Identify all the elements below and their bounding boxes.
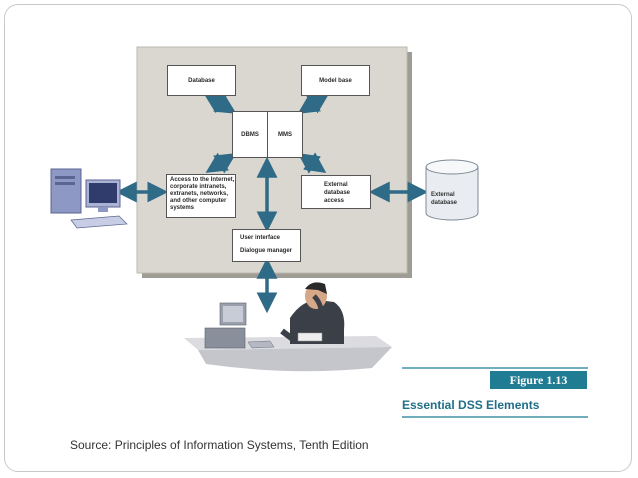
internet-access-line-3: extranets, networks, — [170, 191, 229, 197]
source-citation: Source: Principles of Information System… — [70, 438, 369, 452]
mms-box: MMS — [267, 111, 303, 158]
arrow-internet-dbms — [205, 152, 237, 174]
model-base-box: Model base — [301, 65, 370, 96]
external-database-line-1: External — [431, 192, 455, 198]
external-access-line-2: database — [324, 190, 351, 196]
external-database-label: External database — [431, 191, 457, 207]
user-interface-label: User interface — [240, 235, 281, 241]
figure-caption: Essential DSS Elements — [402, 398, 540, 412]
arrow-external-mms — [297, 152, 327, 174]
external-access-line-1: External — [324, 182, 348, 188]
external-database-cylinder — [425, 159, 479, 221]
user-interface-box: User interface Dialogue manager — [232, 229, 301, 262]
arrow-database-dbms — [203, 93, 237, 114]
database-box: Database — [167, 65, 236, 96]
internet-access-line-1: Access to the Internet, — [170, 177, 235, 183]
external-access-line-3: access — [324, 198, 345, 204]
dbms-label: DBMS — [241, 131, 259, 138]
external-database-line-2: database — [431, 200, 458, 206]
user-at-desk-icon — [184, 282, 392, 372]
mms-label: MMS — [278, 131, 292, 138]
dbms-box: DBMS — [232, 111, 268, 158]
internet-access-line-4: and other computer — [170, 198, 227, 204]
internet-access-line-5: systems — [170, 205, 195, 211]
desktop-computer-icon — [50, 168, 128, 229]
external-database-access-box: External database access — [301, 175, 371, 209]
database-label: Database — [188, 77, 215, 84]
dialogue-manager-label: Dialogue manager — [240, 248, 293, 254]
internet-access-box: Access to the Internet, corporate intran… — [166, 174, 236, 218]
figure-number-tag: Figure 1.13 — [490, 371, 587, 389]
model-base-label: Model base — [319, 77, 352, 84]
arrow-modelbase-mms — [297, 93, 330, 114]
internet-access-line-2: corporate intranets, — [170, 184, 227, 190]
